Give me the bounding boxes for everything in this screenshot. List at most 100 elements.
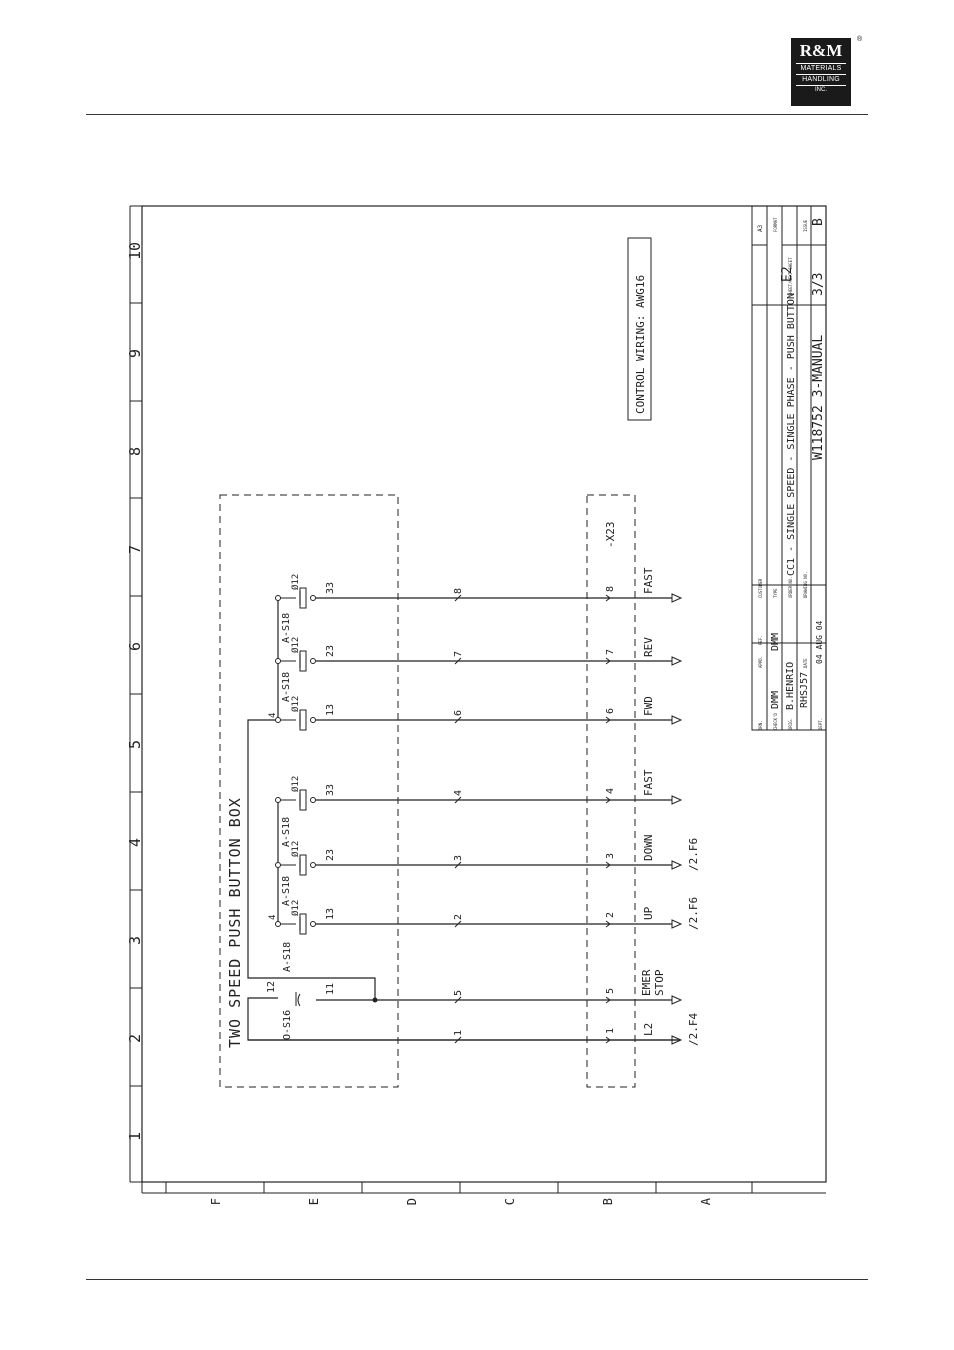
- contact-terminal: [310, 658, 316, 664]
- tb-label: DRN.: [758, 720, 763, 730]
- terminal-mark: [605, 657, 611, 665]
- estop-tag: O-S16: [282, 1010, 293, 1040]
- terminal-mark: [605, 861, 611, 869]
- switch-tag: A-S18: [281, 876, 292, 906]
- contact-terminal: [275, 595, 281, 601]
- tb-label: TYPE: [773, 588, 778, 598]
- row-letter: C: [503, 1198, 517, 1205]
- tb-label: ORDER NO.: [788, 576, 793, 598]
- row-letter: A: [699, 1197, 713, 1205]
- column-number: 3: [126, 936, 144, 945]
- wire-number: 6: [453, 710, 464, 716]
- row-letter: E: [307, 1198, 321, 1205]
- wire-number: 3: [453, 855, 464, 861]
- contact-terminal: [310, 862, 316, 868]
- terminal-mark: [605, 796, 611, 804]
- wire-tick: [454, 796, 462, 804]
- tb-format: A3: [757, 224, 764, 232]
- wire-tick: [454, 861, 462, 869]
- terminal-number: 2: [605, 912, 616, 918]
- tb-checked-by: B.HENRIO: [785, 662, 796, 710]
- terminal-mark: [605, 1036, 611, 1044]
- tb-label: DRAWING NO.: [803, 572, 808, 599]
- tb-label: CUSTOMER: [758, 578, 763, 598]
- contact-terminal: [310, 921, 316, 927]
- terminal-number: 5: [605, 988, 616, 994]
- control-wiring-label: CONTROL WIRING: AWG16: [634, 275, 647, 414]
- tb-label: FORMAT: [773, 217, 778, 232]
- wire-label: FAST: [642, 567, 655, 594]
- contact-terminal: [310, 717, 316, 723]
- tb-sheet: 3/3: [811, 273, 826, 296]
- terminal-number: 1: [605, 1028, 616, 1034]
- wire-number: 2: [453, 914, 464, 920]
- wire-tick: [454, 594, 462, 602]
- tb-sheet-number: E2: [780, 266, 795, 282]
- contact-number: 13: [325, 908, 336, 920]
- tb-description: CC1 - SINGLE SPEED - SINGLE PHASE - PUSH…: [786, 293, 797, 576]
- contact-terminal: [310, 595, 316, 601]
- cross-reference: /2.F6: [687, 897, 700, 930]
- wire-number: 4: [453, 790, 464, 796]
- wire-label: UP: [642, 906, 655, 920]
- lone-switch-tag: A-S18: [282, 942, 293, 972]
- button-actuator: [299, 650, 307, 672]
- row-letter: B: [601, 1198, 615, 1205]
- wire-arrow: [671, 656, 683, 666]
- wire-label: DOWN: [642, 835, 655, 862]
- tb-label: APPD.: [758, 656, 763, 668]
- wire-arrow: [671, 593, 683, 603]
- header-rule: [86, 114, 868, 115]
- terminal-mark: [605, 996, 611, 1004]
- tb-originator: RHSJ57: [799, 672, 810, 708]
- terminal-number: 4: [605, 788, 616, 794]
- tb-label: REF.: [758, 635, 763, 645]
- terminal-strip-label: -X23: [604, 522, 617, 549]
- wire-label: L2: [642, 1023, 655, 1036]
- cross-reference: /2.F4: [687, 1013, 700, 1046]
- wire-tick: [454, 1036, 462, 1044]
- wire-arrow: [671, 860, 683, 870]
- terminal-number: 6: [605, 708, 616, 714]
- box-title: TWO SPEED PUSH BUTTON BOX: [226, 797, 244, 1048]
- wire-number: 7: [453, 651, 464, 657]
- button-actuator: [299, 587, 307, 609]
- wire-run: 1 1 L2/2.F4: [248, 1013, 700, 1046]
- wire-label: STOP: [653, 969, 666, 996]
- contact-number: 23: [325, 849, 336, 861]
- estop-upper-terminal: 12: [266, 981, 277, 993]
- column-number: 9: [126, 349, 144, 358]
- column-number: 10: [126, 242, 144, 260]
- title-block: [751, 205, 827, 731]
- contact-terminal: [275, 921, 281, 927]
- switch-tag: A-S18: [281, 613, 292, 643]
- estop-lower-terminal: 11: [325, 983, 336, 995]
- wire-label: FAST: [642, 769, 655, 796]
- wire-number: 1: [453, 1030, 464, 1036]
- terminal-number: 8: [605, 586, 616, 592]
- drawing-frame: [141, 205, 827, 1183]
- control-wiring-frame: [627, 237, 652, 421]
- terminal-mark: [605, 716, 611, 724]
- bus-wiring: [247, 598, 680, 1041]
- logo-brand: R&M: [799, 41, 843, 60]
- column-number: 4: [126, 838, 144, 847]
- logo-line1: MATERIALS: [796, 63, 846, 74]
- tb-label: ISSUE: [803, 219, 808, 232]
- wire-tick: [454, 996, 462, 1004]
- tb-label: CHECK'D: [773, 713, 778, 730]
- tb-issue: B: [811, 218, 826, 226]
- column-number: 5: [126, 740, 144, 749]
- button-actuator: [299, 913, 307, 935]
- estop-contact: [295, 992, 301, 1007]
